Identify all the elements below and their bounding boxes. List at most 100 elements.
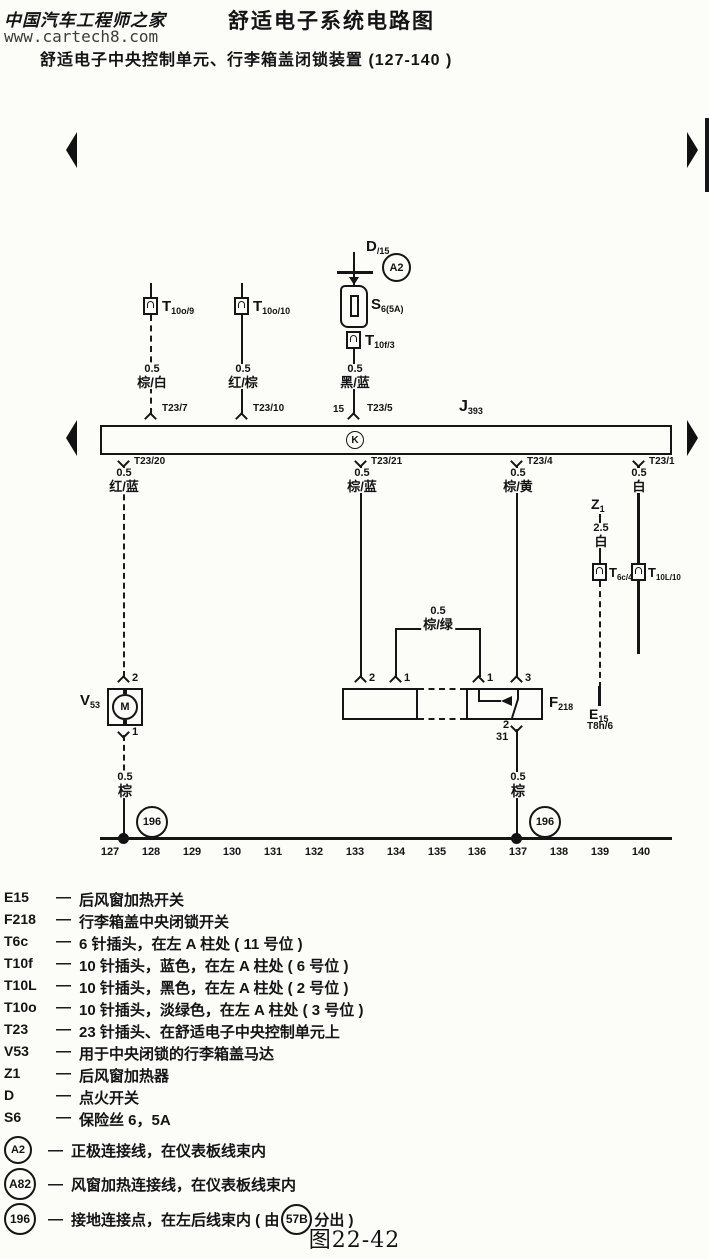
wire-e15-tip (598, 686, 601, 706)
legend-desc: 行李箱盖中央闭锁开关 (79, 914, 230, 931)
wire-color: 棕/绿 (423, 617, 453, 632)
label-sub: 10o/9 (171, 306, 195, 316)
wire-label-brown-right: 0.5 棕 (508, 772, 528, 799)
legend-dash: — (48, 1141, 63, 1159)
track-number: 134 (386, 846, 406, 858)
legend-row: D—点火开关 (4, 1087, 704, 1109)
motor-brush-top (123, 690, 127, 694)
pin-label-v53-bottom: 1 (132, 726, 139, 738)
wire-gauge: 0.5 (116, 467, 132, 479)
motor-brush-bottom (123, 720, 127, 724)
pin-label-t23-4: T23/4 (527, 456, 553, 467)
pin-fork-icon (117, 675, 130, 688)
pin-label-f218-1l: 1 (404, 672, 411, 684)
connector-label-t6c4: T6c/4 (609, 564, 633, 582)
wire-label-white-25: 2.5 白 (591, 522, 611, 548)
legend-row: T23—23 针插头、在舒适电子中央控制单元上 (4, 1021, 704, 1043)
lock-switch-symbol (478, 690, 519, 719)
legend-key: Z1 (4, 1065, 21, 1081)
legend-desc: 23 针插头、在舒适电子中央控制单元上 (79, 1024, 340, 1041)
label-sub: 15 (598, 714, 609, 724)
label-main: T (162, 298, 172, 315)
wire-color: 黑/蓝 (340, 375, 370, 390)
legend-row: E15—后风窗加热开关 (4, 889, 704, 911)
wire-57b-badge: 57B (281, 1203, 313, 1235)
track-number: 127 (100, 846, 120, 858)
wire-color: 棕 (510, 783, 525, 799)
page-title: 舒适电子系统电路图 (228, 10, 435, 33)
legend-key: T23 (4, 1021, 29, 1037)
wire-color: 红/蓝 (109, 479, 139, 494)
pin-label-t23-21: T23/21 (371, 456, 403, 467)
wire-gauge: 0.5 (354, 467, 370, 479)
page-subtitle: 舒适电子中央控制单元、行李箱盖闭锁装置 (127-140 ) (40, 52, 453, 69)
control-unit-j393-box (100, 425, 672, 455)
connector-label-t10o10: T10o/10 (253, 298, 290, 316)
legend-dash: — (56, 1087, 71, 1104)
a2-connection-badge: A2 (382, 253, 411, 282)
wire-stub (241, 283, 243, 297)
wire-ignition-feed (353, 252, 355, 286)
wire-stub (150, 283, 152, 297)
wire-label-red-brown: 0.5 红/棕 (226, 364, 260, 389)
f218-box-dashed-bottom (418, 718, 466, 720)
label-main: J (459, 398, 468, 415)
site-url: www.cartech8.com (4, 27, 159, 46)
component-label-ignition-switch: D/15 (366, 238, 389, 256)
wire-gauge: 0.5 (347, 363, 363, 375)
legend-desc-post: 分出 ) (314, 1211, 354, 1229)
wire-gauge: 2.5 (593, 522, 609, 534)
wire-color: 红/棕 (228, 375, 258, 390)
legend-badge-row: A82 — 风窗加热连接线，在仪表板线束内 (4, 1168, 704, 1200)
legend-desc: 用于中央闭锁的行李箱盖马达 (79, 1046, 275, 1063)
wire-gauge: 0.5 (631, 467, 647, 479)
label-sub: 10f/3 (374, 340, 395, 350)
wire-label-brown-green: 0.5 棕/绿 (421, 606, 455, 631)
right-arrow-icon (687, 420, 698, 456)
legend-dash: — (48, 1175, 63, 1193)
pin-fork-icon (235, 412, 248, 425)
legend-row: V53—用于中央闭锁的行李箱盖马达 (4, 1043, 704, 1065)
legend-desc: 10 针插头，蓝色，在左 A 柱处 ( 6 号位 ) (79, 958, 349, 975)
wire-gauge: 0.5 (144, 363, 160, 375)
pin-label-v53-top: 2 (132, 672, 139, 684)
wire-label-red-blue: 0.5 红/蓝 (107, 468, 141, 493)
legend-dash: — (56, 1043, 71, 1060)
wire-label-brown-left: 0.5 棕 (115, 772, 135, 798)
label-sub: 53 (90, 700, 101, 710)
label-main: T (609, 565, 617, 580)
legend-dash: — (56, 955, 71, 972)
legend-desc: 后风窗加热开关 (79, 892, 185, 909)
wire-color: 白 (632, 479, 646, 494)
wire-brown-yellow (516, 465, 518, 677)
ground-196-badge: 196 (4, 1203, 36, 1235)
figure-caption: 图22-42 (308, 1228, 401, 1253)
wire-label-brown-white: 0.5 棕/白 (135, 364, 169, 389)
legend-desc: 点火开关 (79, 1090, 140, 1107)
a2-badge: A2 (4, 1136, 32, 1164)
legend-desc: 风窗加热连接线，在仪表板线束内 (71, 1176, 297, 1194)
legend-key: T6c (4, 933, 29, 949)
legend-row: T10o—10 针插头，淡绿色，在左 A 柱处 ( 3 号位 ) (4, 999, 704, 1021)
legend-key: T10o (4, 999, 37, 1015)
pin-label-t23-5: T23/5 (367, 403, 393, 414)
label-main: T (648, 565, 656, 580)
connector-label-t10o9: T10o/9 (162, 298, 194, 316)
label-main: T (253, 298, 263, 315)
wire-white (637, 465, 640, 654)
connector-t10o10-symbol (234, 297, 249, 315)
legend: E15—后风窗加热开关 F218—行李箱盖中央闭锁开关 T6c—6 针插头，在左… (4, 889, 704, 1235)
pin-label-t23-7: T23/7 (162, 403, 188, 414)
connector-t10o9-symbol (143, 297, 158, 315)
motor-symbol: M (112, 694, 138, 720)
left-arrow-icon (66, 132, 77, 168)
ground-rail (100, 837, 672, 840)
wire-red-blue (123, 465, 125, 677)
label-main: T (365, 332, 375, 349)
connector-label-t10l10: T10L/10 (648, 564, 681, 582)
label-sub: 393 (467, 406, 483, 416)
label-sub: 10L/10 (655, 573, 681, 582)
pin-fork-icon (472, 675, 485, 688)
track-number: 138 (549, 846, 569, 858)
